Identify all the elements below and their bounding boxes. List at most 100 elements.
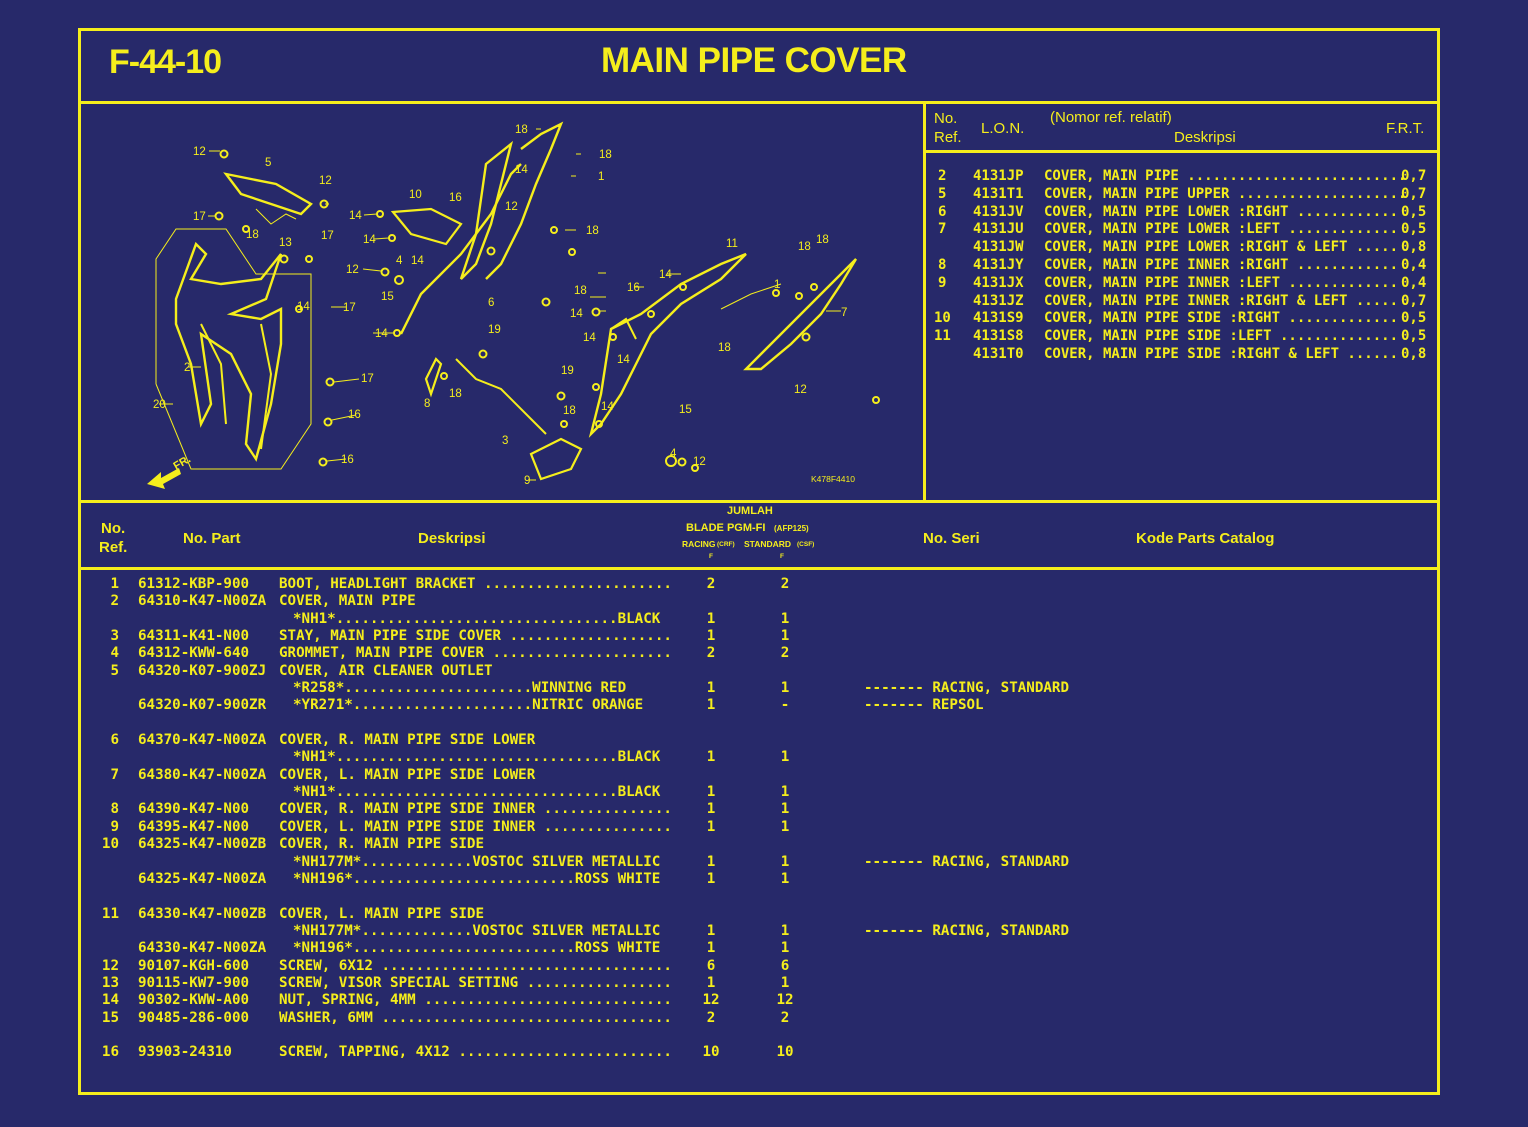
svg-text:18: 18 bbox=[816, 234, 829, 246]
cell-desc: SCREW, VISOR SPECIAL SETTING ...........… bbox=[279, 974, 672, 991]
cell-part: 64320-K07-900ZJ bbox=[138, 662, 267, 679]
cell-frt: 0,7 bbox=[1401, 185, 1427, 202]
cell-serial: ------- RACING, STANDARD bbox=[864, 853, 1069, 870]
cell-q1: 1 bbox=[706, 749, 716, 766]
svg-text:FR.: FR. bbox=[172, 453, 193, 472]
page-header: F-44-10 MAIN PIPE COVER bbox=[81, 31, 1437, 104]
cell-q2: - bbox=[780, 697, 790, 714]
cell-part: 64312-KWW-640 bbox=[138, 645, 250, 662]
cell-ref: 9 bbox=[938, 274, 947, 291]
header-ref: Ref. bbox=[99, 539, 128, 556]
cell-ref: 1 bbox=[110, 576, 119, 592]
table-row-color-variant: *NH1*.................................BL… bbox=[81, 784, 1437, 801]
cell-ref: 2 bbox=[110, 593, 119, 610]
svg-text:12: 12 bbox=[505, 201, 518, 213]
svg-text:1: 1 bbox=[774, 279, 780, 291]
cell-color: *NH1*.................................BL… bbox=[293, 610, 661, 627]
cell-lon: 4131JV bbox=[973, 203, 1024, 220]
cell-part: 64320-K07-900ZR bbox=[138, 697, 267, 714]
cell-color: *NH196*..........................ROSS WH… bbox=[293, 870, 661, 887]
svg-text:3: 3 bbox=[502, 435, 508, 447]
svg-text:18: 18 bbox=[798, 241, 811, 253]
svg-text:11: 11 bbox=[726, 238, 738, 250]
cell-q2: 10 bbox=[776, 1044, 794, 1061]
cell-frt: 0,7 bbox=[1401, 292, 1427, 309]
row-spacer bbox=[81, 888, 1437, 905]
cell-ref: 6 bbox=[110, 732, 119, 749]
lon-table-header: No. Ref. L.O.N. (Nomor ref. relatif) Des… bbox=[926, 104, 1437, 153]
cell-q2: 1 bbox=[780, 610, 790, 627]
cell-desc: COVER, MAIN PIPE INNER :LEFT ...........… bbox=[1044, 274, 1399, 291]
svg-text:18: 18 bbox=[449, 388, 462, 400]
table-row-color-variant: *NH177M*.............VOSTOC SILVER METAL… bbox=[81, 854, 1437, 871]
cell-q2: 1 bbox=[780, 801, 790, 818]
table-row-color-variant: 64325-K47-N00ZA*NH196*..................… bbox=[81, 871, 1437, 888]
cell-desc: COVER, MAIN PIPE SIDE :LEFT ............… bbox=[1044, 328, 1399, 345]
cell-q2: 1 bbox=[780, 853, 790, 870]
cell-q2: 2 bbox=[780, 645, 790, 662]
svg-text:14: 14 bbox=[583, 332, 596, 344]
cell-q1: 1 bbox=[706, 870, 716, 887]
svg-text:18: 18 bbox=[574, 285, 587, 297]
svg-text:18: 18 bbox=[246, 229, 259, 241]
cell-lon: 4131T1 bbox=[973, 185, 1024, 202]
cell-desc: COVER, R. MAIN PIPE SIDE LOWER bbox=[279, 732, 536, 749]
cell-frt: 0,5 bbox=[1401, 221, 1427, 238]
cell-q1: 1 bbox=[706, 801, 716, 818]
cell-q1: 1 bbox=[706, 974, 716, 991]
svg-text:20: 20 bbox=[153, 399, 166, 411]
cell-desc: SCREW, 6X12 ............................… bbox=[279, 957, 672, 974]
svg-text:4: 4 bbox=[396, 255, 403, 267]
cell-q1: 12 bbox=[702, 992, 720, 1009]
cell-q1: 1 bbox=[706, 784, 716, 801]
cell-lon: 4131JY bbox=[973, 256, 1024, 273]
cell-frt: 0,5 bbox=[1401, 203, 1427, 220]
cell-q2: 1 bbox=[780, 922, 790, 939]
cell-part: 64325-K47-N00ZB bbox=[138, 836, 267, 853]
header-model: BLADE PGM-FI bbox=[686, 522, 766, 534]
svg-text:18: 18 bbox=[515, 124, 528, 136]
header-racing: RACING bbox=[682, 539, 716, 549]
header-desc: Deskripsi bbox=[1174, 129, 1236, 146]
svg-text:18: 18 bbox=[563, 405, 576, 417]
cell-q1: 6 bbox=[706, 957, 716, 974]
cell-part: 90115-KW7-900 bbox=[138, 974, 250, 991]
row-spacer bbox=[81, 715, 1437, 732]
cell-lon: 4131JZ bbox=[973, 292, 1024, 309]
cell-color: *NH177M*.............VOSTOC SILVER METAL… bbox=[293, 922, 661, 939]
cell-q1: 1 bbox=[706, 940, 716, 957]
header-serial: No. Seri bbox=[923, 530, 980, 547]
cell-part: 64390-K47-N00 bbox=[138, 801, 250, 818]
cell-ref: 8 bbox=[938, 256, 947, 273]
svg-text:7: 7 bbox=[841, 307, 847, 319]
svg-text:12: 12 bbox=[693, 456, 706, 468]
cell-frt: 0,4 bbox=[1401, 274, 1427, 291]
svg-text:5: 5 bbox=[265, 157, 271, 169]
table-row-color-variant: 64330-K47-N00ZA*NH196*..................… bbox=[81, 940, 1437, 957]
table-row-color-variant: *NH1*.................................BL… bbox=[81, 611, 1437, 628]
cell-part: 64395-K47-N00 bbox=[138, 818, 250, 835]
cell-part: 64311-K41-N00 bbox=[138, 628, 250, 645]
header-frt: F.R.T. bbox=[1386, 120, 1425, 137]
cell-q1: 1 bbox=[706, 853, 716, 870]
cell-q1: 1 bbox=[706, 697, 716, 714]
cell-q2: 1 bbox=[780, 818, 790, 835]
cell-ref: 8 bbox=[110, 801, 119, 818]
svg-text:14: 14 bbox=[515, 164, 528, 176]
svg-text:14: 14 bbox=[411, 255, 424, 267]
svg-text:17: 17 bbox=[321, 230, 334, 242]
